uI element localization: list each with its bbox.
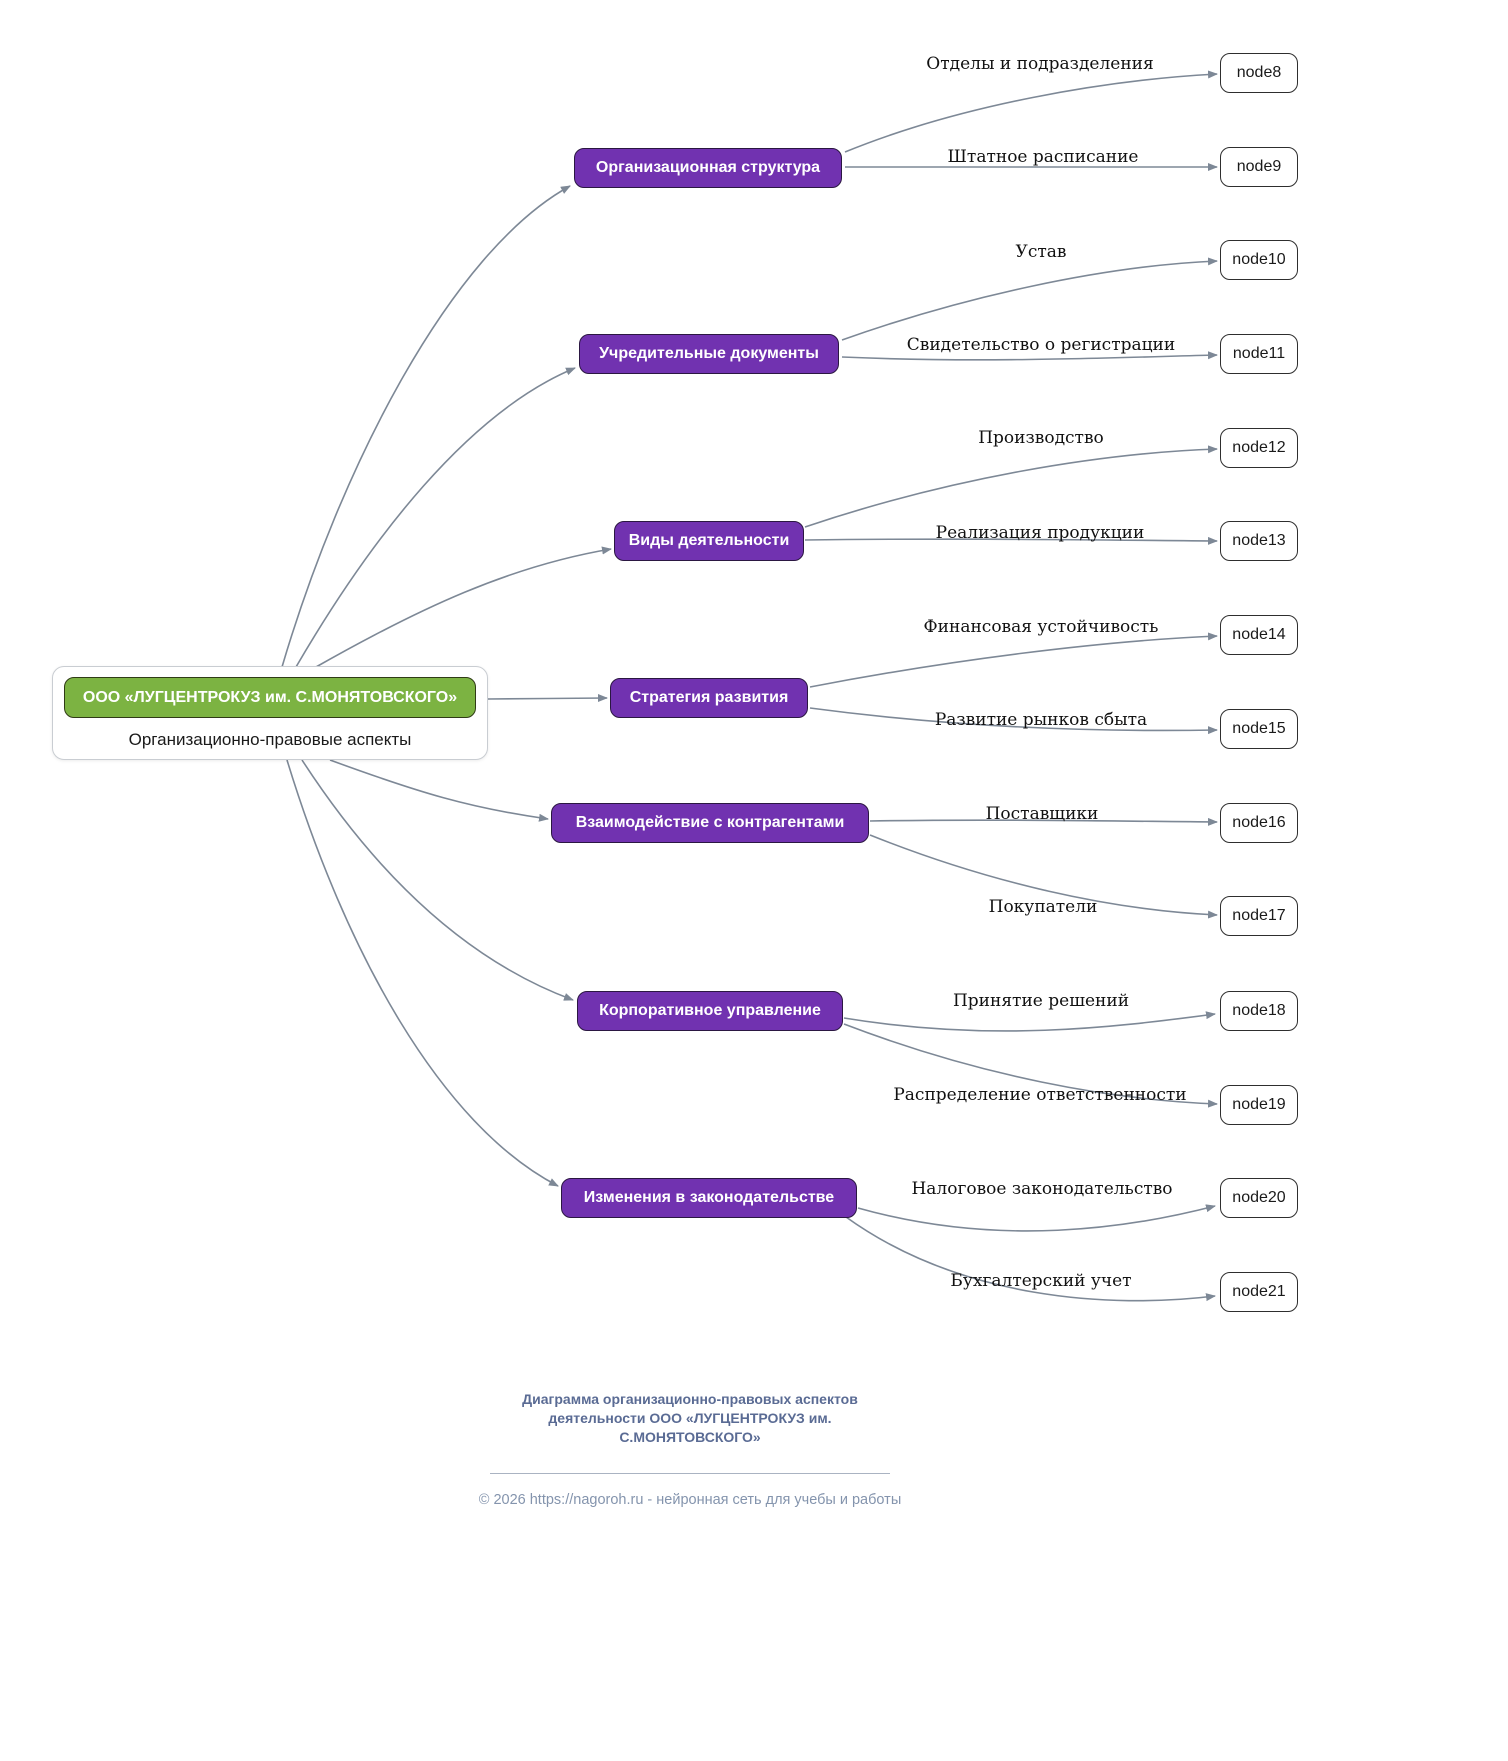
edge-branch-6-leaf-0 bbox=[857, 1204, 1216, 1232]
diagram-footer: Диаграмма организационно-правовых аспект… bbox=[434, 1390, 946, 1508]
leaf-node8: node8 bbox=[1220, 53, 1298, 93]
leaf-node10: node10 bbox=[1220, 240, 1298, 280]
leaf-node16: node16 bbox=[1220, 803, 1298, 843]
edge-branch-0-leaf-0 bbox=[844, 70, 1218, 153]
edge-label-accounting: Бухгалтерский учет bbox=[950, 1271, 1132, 1291]
root-node-title: ООО «ЛУГЦЕНТРОКУЗ им. С.МОНЯТОВСКОГО» bbox=[64, 677, 476, 718]
leaf-node20: node20 bbox=[1220, 1178, 1298, 1218]
edge-label-suppliers: Поставщики bbox=[985, 804, 1099, 824]
branch-node-org-structure: Организационная структура bbox=[574, 148, 842, 188]
footer-copyright: © 2026 https://nagoroh.ru - нейронная се… bbox=[478, 1491, 902, 1508]
edge-root-branch-0 bbox=[281, 185, 571, 668]
leaf-node14: node14 bbox=[1220, 615, 1298, 655]
leaf-node19: node19 bbox=[1220, 1085, 1298, 1125]
footer-divider bbox=[490, 1472, 890, 1474]
leaf-node9: node9 bbox=[1220, 147, 1298, 187]
edge-root-branch-3 bbox=[487, 694, 608, 703]
leaf-node11: node11 bbox=[1220, 334, 1298, 374]
edge-root-branch-6 bbox=[286, 759, 559, 1187]
edge-branch-5-leaf-1 bbox=[843, 1023, 1218, 1108]
edge-branch-3-leaf-0 bbox=[809, 632, 1218, 688]
edge-branch-1-leaf-1 bbox=[841, 351, 1218, 361]
branch-node-counterparties: Взаимодействие с контрагентами bbox=[551, 803, 869, 843]
edge-label-departments: Отделы и подразделения bbox=[926, 54, 1154, 74]
edge-label-fin-stability: Финансовая устойчивость bbox=[923, 617, 1159, 637]
edge-branch-5-leaf-0 bbox=[843, 1011, 1216, 1032]
edge-label-registration: Свидетельство о регистрации bbox=[906, 335, 1176, 355]
edge-root-branch-1 bbox=[295, 367, 576, 668]
edge-label-production: Производство bbox=[978, 428, 1104, 448]
edge-branch-4-leaf-1 bbox=[869, 834, 1218, 919]
edge-label-charter: Устав bbox=[1015, 242, 1067, 262]
leaf-node15: node15 bbox=[1220, 709, 1298, 749]
branch-node-governance: Корпоративное управление bbox=[577, 991, 843, 1031]
edge-label-markets: Развитие рынков сбыта bbox=[934, 710, 1148, 730]
edge-root-branch-5 bbox=[301, 759, 574, 1001]
leaf-node13: node13 bbox=[1220, 521, 1298, 561]
footer-caption: Диаграмма организационно-правовых аспект… bbox=[522, 1391, 858, 1445]
edge-label-sales: Реализация продукции bbox=[935, 523, 1145, 543]
edge-label-buyers: Покупатели bbox=[988, 897, 1098, 917]
root-node-subtitle: Организационно-правовые аспекты bbox=[128, 730, 412, 749]
edge-branch-4-leaf-0 bbox=[869, 817, 1218, 826]
leaf-node12: node12 bbox=[1220, 428, 1298, 468]
edge-branch-2-leaf-1 bbox=[804, 536, 1218, 545]
edge-branch-2-leaf-0 bbox=[804, 445, 1218, 528]
leaf-node17: node17 bbox=[1220, 896, 1298, 936]
branch-node-strategy: Стратегия развития bbox=[610, 678, 808, 718]
root-node: ООО «ЛУГЦЕНТРОКУЗ им. С.МОНЯТОВСКОГО» Ор… bbox=[52, 666, 488, 760]
branch-node-activities: Виды деятельности bbox=[614, 521, 804, 561]
edge-label-responsibility: Распределение ответственности bbox=[893, 1085, 1187, 1105]
edge-label-staffing: Штатное расписание bbox=[947, 147, 1139, 167]
edge-label-tax-law: Налоговое законодательство bbox=[911, 1179, 1173, 1199]
branch-node-legislation: Изменения в законодательстве bbox=[561, 1178, 857, 1218]
edge-branch-3-leaf-1 bbox=[809, 707, 1218, 735]
edge-branch-6-leaf-1 bbox=[845, 1216, 1216, 1302]
edge-label-decisions: Принятие решений bbox=[952, 991, 1130, 1011]
edge-root-branch-4 bbox=[329, 759, 549, 822]
edge-root-branch-2 bbox=[315, 546, 612, 668]
leaf-node18: node18 bbox=[1220, 991, 1298, 1031]
branch-node-founding-docs: Учредительные документы bbox=[579, 334, 839, 374]
edge-branch-1-leaf-0 bbox=[841, 257, 1218, 341]
leaf-node21: node21 bbox=[1220, 1272, 1298, 1312]
